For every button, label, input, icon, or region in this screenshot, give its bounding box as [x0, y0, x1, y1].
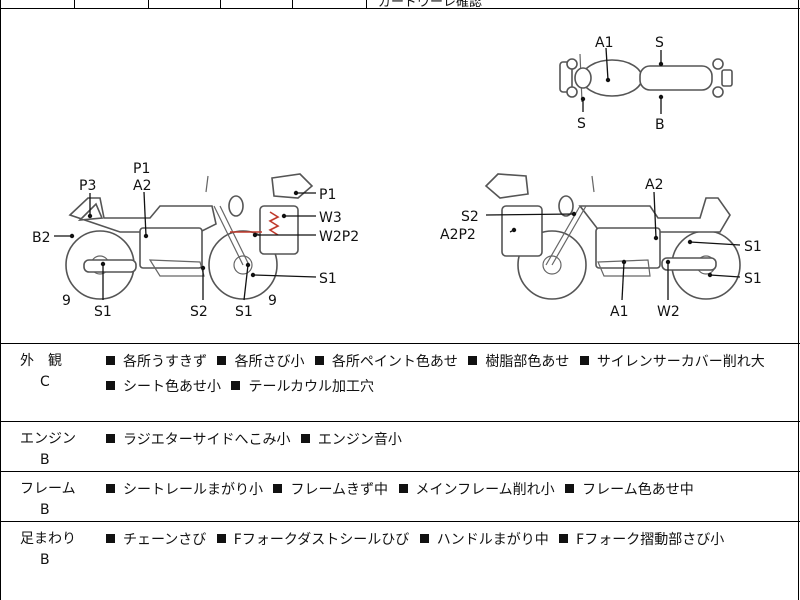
- section-category: エンジン: [20, 431, 76, 447]
- bullet-icon: [106, 356, 115, 365]
- left-label: 9: [62, 293, 71, 309]
- top-label: B: [655, 117, 665, 133]
- left-label: S1: [94, 304, 112, 320]
- damage-diagram-area: A1 S S B: [0, 9, 800, 344]
- finding-item: チェーンさび: [106, 532, 206, 548]
- strip-cell: [0, 0, 75, 8]
- left-label: P1: [133, 161, 150, 177]
- section-category: 足まわり: [20, 531, 76, 547]
- finding-item: メインフレーム削れ小: [398, 482, 555, 498]
- finding-item: 各所うすきず: [106, 354, 207, 370]
- finding-item: 各所さび小: [217, 354, 304, 370]
- bullet-icon: [106, 484, 115, 493]
- left-label: P3: [79, 178, 96, 194]
- finding-item: フレーム色あせ中: [565, 482, 694, 498]
- left-label: W3: [319, 210, 342, 226]
- finding-item: シート色あせ小: [106, 379, 221, 395]
- finding-item: ラジエターサイドへこみ小: [106, 432, 290, 448]
- finding-item: 各所ペイント色あせ: [314, 354, 458, 370]
- top-table-strip: ガードウーレ確認: [0, 0, 800, 10]
- right-label: W2: [657, 304, 680, 320]
- section-grade: C: [40, 374, 50, 390]
- section-row-suspension: 足まわり B チェーンさび Fフォークダストシールひび ハンドルまがり中 Fフォ…: [0, 522, 800, 600]
- bullet-icon: [398, 484, 408, 493]
- right-label: S1: [744, 239, 762, 255]
- finding-item: サイレンサーカバー削れ大: [579, 354, 765, 370]
- finding-item: Fフォークダストシールひび: [216, 532, 409, 548]
- left-label: S2: [190, 304, 208, 320]
- right-view-motorcycle: A2 S2 A2P2 S1 S1 A1 W2: [440, 173, 762, 320]
- right-label: A1: [610, 304, 628, 320]
- section-items: チェーンさび Fフォークダストシールひび ハンドルまがり中 Fフォーク摺動部さび…: [106, 528, 796, 553]
- left-label: P1: [319, 187, 336, 203]
- finding-item: Fフォーク摺動部さび小: [559, 532, 724, 548]
- bullet-icon: [217, 356, 227, 365]
- left-label: 9: [268, 293, 277, 309]
- section-row-frame: フレーム B シートレールまがり小 フレームきず中 メインフレーム削れ小 フレー…: [0, 472, 800, 522]
- section-items: 各所うすきず 各所さび小 各所ペイント色あせ 樹脂部色あせ サイレンサーカバー削…: [106, 350, 796, 400]
- section-items: シートレールまがり小 フレームきず中 メインフレーム削れ小 フレーム色あせ中: [106, 478, 796, 503]
- section-category: 外 観: [20, 353, 62, 369]
- right-label: S1: [744, 271, 762, 287]
- right-label: A2: [645, 177, 663, 193]
- strip-cutoff-text: ガードウーレ確認: [378, 0, 483, 10]
- bullet-icon: [300, 434, 310, 443]
- section-grade: B: [40, 502, 50, 518]
- bullet-icon: [106, 534, 115, 543]
- finding-item: フレームきず中: [273, 482, 388, 498]
- finding-item: シートレールまがり小: [106, 482, 263, 498]
- bullet-icon: [231, 381, 241, 390]
- section-category: フレーム: [20, 481, 76, 497]
- strip-cell: [292, 0, 367, 8]
- bullet-icon: [106, 381, 115, 390]
- left-view-motorcycle: P1 A2 P3 B2 9 S1 S2 S1 9 P1 W3 W2P2 S1: [32, 161, 359, 320]
- strip-cell: [148, 0, 221, 8]
- left-label: A2: [133, 178, 151, 194]
- finding-item: エンジン音小: [300, 432, 402, 448]
- section-row-exterior: 外 観 C 各所うすきず 各所さび小 各所ペイント色あせ 樹脂部色あせ サイレン…: [0, 344, 800, 422]
- section-grade: B: [40, 552, 50, 568]
- bullet-icon: [419, 534, 429, 543]
- section-grade: B: [40, 452, 50, 468]
- bullet-icon: [559, 534, 569, 543]
- finding-item: テールカウル加工穴: [231, 379, 374, 395]
- top-view-motorcycle: A1 S S B: [559, 35, 733, 133]
- bullet-icon: [565, 484, 575, 493]
- left-label: S1: [319, 271, 337, 287]
- bullet-icon: [273, 484, 283, 493]
- section-row-engine: エンジン B ラジエターサイドへこみ小 エンジン音小: [0, 422, 800, 472]
- section-items: ラジエターサイドへこみ小 エンジン音小: [106, 428, 796, 453]
- left-label: S1: [235, 304, 253, 320]
- motorcycle-diagrams: A1 S S B: [32, 35, 762, 320]
- bullet-icon: [106, 434, 115, 443]
- finding-item: 樹脂部色あせ: [468, 354, 569, 370]
- strip-cell: [220, 0, 293, 8]
- top-label: A1: [595, 35, 613, 51]
- right-label: A2P2: [440, 227, 476, 243]
- top-label: S: [577, 116, 586, 132]
- bullet-icon: [216, 534, 226, 543]
- finding-item: ハンドルまがり中: [419, 532, 549, 548]
- bullet-icon: [579, 356, 589, 365]
- bullet-icon: [468, 356, 478, 365]
- top-label: S: [655, 35, 664, 51]
- right-label: S2: [461, 209, 479, 225]
- strip-cell: [74, 0, 149, 8]
- left-label: W2P2: [319, 229, 359, 245]
- left-label: B2: [32, 230, 51, 246]
- bullet-icon: [314, 356, 324, 365]
